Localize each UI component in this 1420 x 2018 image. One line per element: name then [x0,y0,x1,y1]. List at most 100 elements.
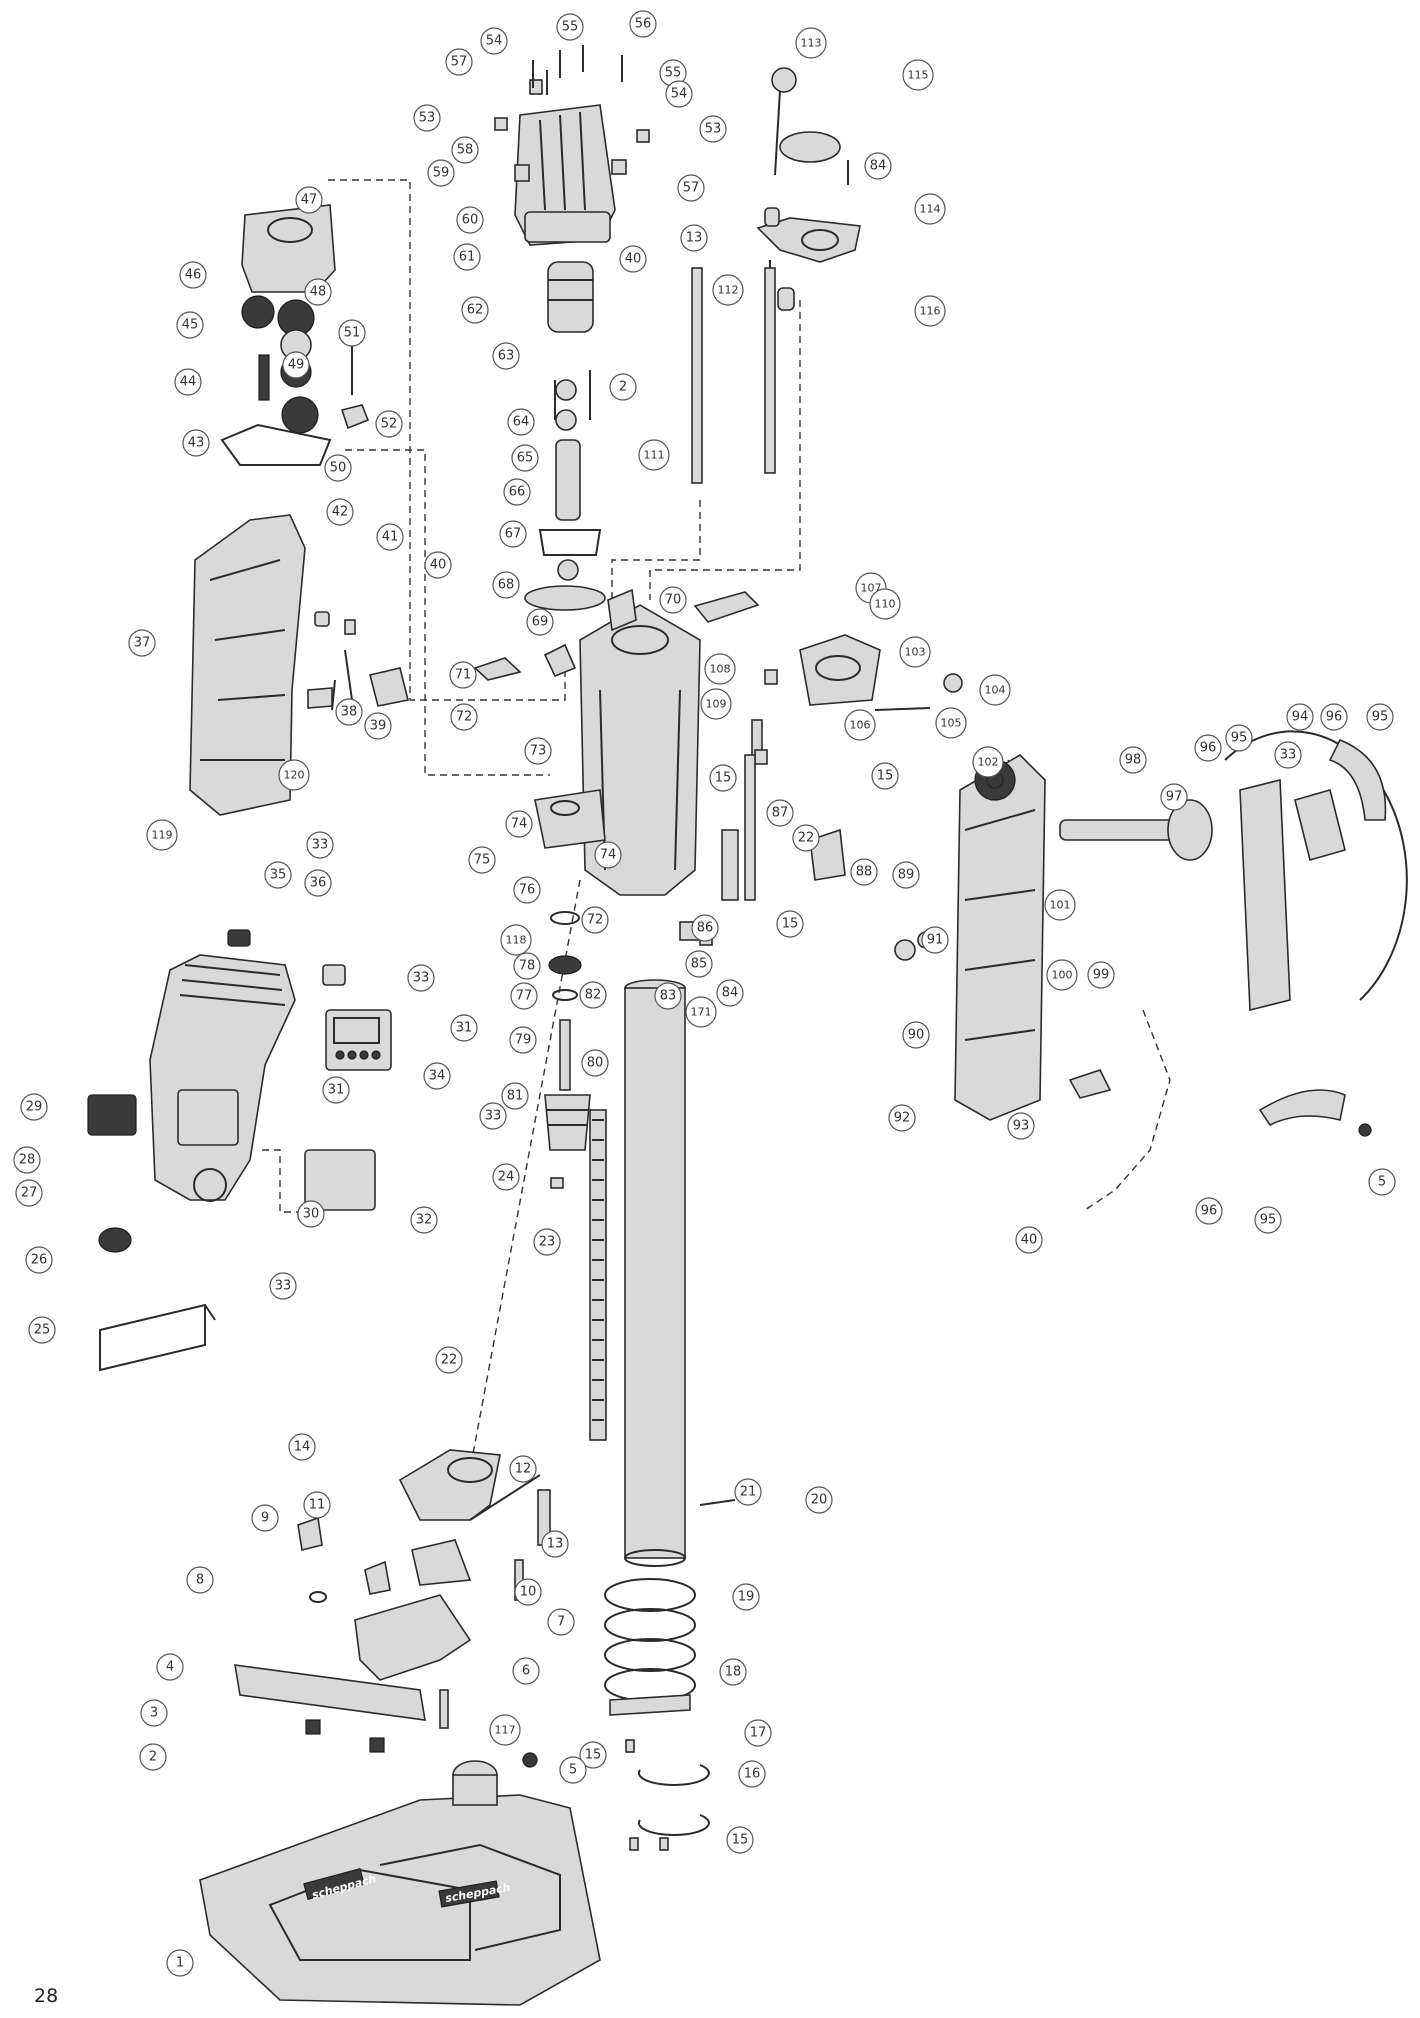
svg-text:35: 35 [270,868,287,883]
svg-text:96: 96 [1200,741,1217,756]
assembly-dashed-lines [262,179,1171,1471]
callout-97: 97 [1160,783,1188,811]
svg-text:41: 41 [382,530,399,545]
callout-87: 87 [766,799,794,827]
svg-text:94: 94 [1292,710,1309,725]
callout-2: 2 [139,1743,167,1771]
svg-text:113: 113 [801,37,822,50]
callout-12: 12 [509,1455,537,1483]
callout-72: 72 [581,906,609,934]
svg-text:106: 106 [850,719,871,732]
svg-text:89: 89 [898,868,915,883]
callout-19: 19 [732,1583,760,1611]
callout-33: 33 [407,964,435,992]
callout-30: 30 [297,1200,325,1228]
svg-text:36: 36 [310,876,327,891]
svg-text:115: 115 [908,69,929,82]
callout-63: 63 [492,342,520,370]
svg-text:54: 54 [671,87,688,102]
svg-text:100: 100 [1052,969,1073,982]
gear-head-group [220,204,370,466]
svg-text:84: 84 [870,159,887,174]
callout-22: 22 [792,824,820,852]
svg-text:68: 68 [498,578,515,593]
svg-text:103: 103 [905,646,926,659]
svg-text:19: 19 [738,1590,755,1605]
svg-text:70: 70 [665,593,682,608]
svg-text:108: 108 [710,663,731,676]
svg-text:87: 87 [772,806,789,821]
callout-108: 108 [704,653,736,685]
callout-13: 13 [541,1530,569,1558]
svg-text:91: 91 [927,933,944,948]
svg-text:80: 80 [587,1056,604,1071]
svg-text:53: 53 [705,122,722,137]
svg-text:13: 13 [547,1537,564,1552]
svg-text:31: 31 [456,1021,473,1036]
svg-text:3: 3 [150,1706,158,1721]
svg-text:6: 6 [522,1664,530,1679]
svg-text:60: 60 [462,213,479,228]
svg-text:22: 22 [441,1353,458,1368]
callout-39: 39 [364,712,392,740]
svg-text:7: 7 [557,1615,565,1630]
svg-text:47: 47 [301,193,318,208]
callout-33: 33 [269,1272,297,1300]
svg-text:54: 54 [486,34,503,49]
callout-96: 96 [1194,734,1222,762]
callout-79: 79 [509,1026,537,1054]
callout-74: 74 [505,810,533,838]
svg-text:31: 31 [328,1083,345,1098]
svg-text:39: 39 [370,719,387,734]
callout-33: 33 [479,1102,507,1130]
svg-text:104: 104 [985,684,1006,697]
svg-text:93: 93 [1013,1119,1030,1134]
callout-35: 35 [264,861,292,889]
callout-28: 28 [13,1146,41,1174]
callout-44: 44 [174,368,202,396]
svg-text:114: 114 [920,203,941,216]
svg-text:96: 96 [1201,1204,1218,1219]
svg-text:40: 40 [430,558,447,573]
callout-66: 66 [503,478,531,506]
callout-47: 47 [295,186,323,214]
callout-88: 88 [850,858,878,886]
svg-text:2: 2 [619,380,627,395]
svg-text:72: 72 [456,710,473,725]
callout-54: 54 [665,80,693,108]
svg-text:20: 20 [811,1493,828,1508]
svg-text:66: 66 [509,485,526,500]
svg-text:22: 22 [798,831,815,846]
callout-101: 101 [1044,889,1076,921]
svg-text:13: 13 [686,231,703,246]
callout-104: 104 [979,674,1011,706]
callout-40: 40 [619,245,647,273]
callout-64: 64 [507,408,535,436]
callout-15: 15 [579,1741,607,1769]
svg-text:25: 25 [34,1323,51,1338]
svg-text:42: 42 [332,505,349,520]
callout-95: 95 [1366,703,1394,731]
callout-68: 68 [492,571,520,599]
callout-33: 33 [306,831,334,859]
spring-clip-group [604,1578,710,1851]
callout-120: 120 [278,759,310,791]
svg-text:74: 74 [511,817,528,832]
callout-92: 92 [888,1104,916,1132]
callout-117: 117 [489,1714,521,1746]
callout-105: 105 [935,707,967,739]
motor-housing-group [494,45,650,611]
callout-21: 21 [734,1478,762,1506]
svg-text:117: 117 [495,1724,516,1737]
callout-15: 15 [726,1826,754,1854]
callout-77: 77 [510,982,538,1010]
svg-text:88: 88 [856,865,873,880]
svg-text:14: 14 [294,1440,311,1455]
callout-69: 69 [526,608,554,636]
column-group [589,979,736,1567]
svg-text:33: 33 [413,971,430,986]
svg-text:21: 21 [740,1485,757,1500]
callout-40: 40 [424,551,452,579]
svg-text:12: 12 [515,1462,532,1477]
svg-text:90: 90 [908,1028,925,1043]
